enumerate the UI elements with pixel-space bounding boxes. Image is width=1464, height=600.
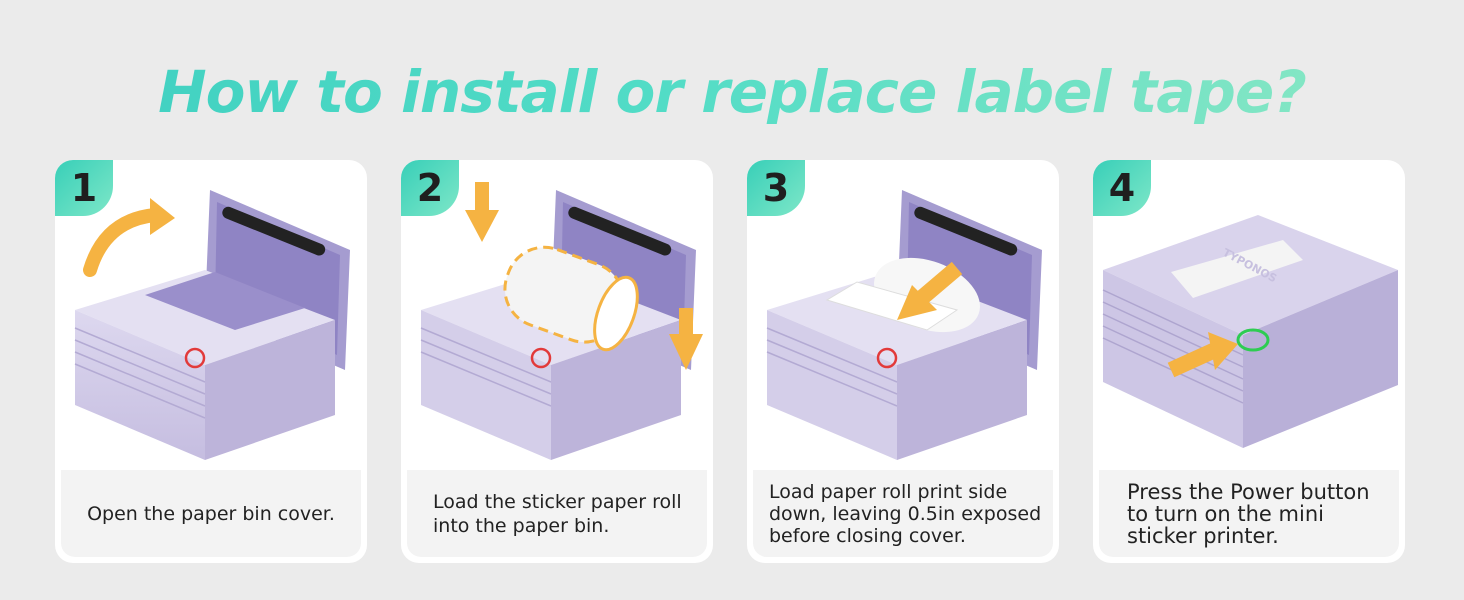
step-caption: Press the Power button to turn on the mi… [1099, 470, 1399, 557]
step-number-badge: 4 [1093, 160, 1151, 216]
printer-paper-direction-illustration [766, 190, 1042, 460]
step-caption: Open the paper bin cover. [61, 470, 361, 557]
step-number-badge: 1 [55, 160, 113, 216]
printer-open-cover-illustration [74, 190, 350, 460]
step-card-3: 3 Load paper roll print side down, leavi… [747, 160, 1059, 563]
printer-power-on-illustration: TYPONOS [1102, 215, 1398, 448]
step-card-4: 4 TYPONOS Press the Power button to turn… [1093, 160, 1405, 563]
page-title: How to install or replace label tape? [0, 52, 1464, 132]
step-number-badge: 2 [401, 160, 459, 216]
step-card-1: 1 Open the paper bin cover. [55, 160, 367, 563]
step-caption: Load the sticker paper roll into the pap… [407, 470, 707, 557]
printer-load-roll-illustration [420, 182, 703, 460]
step-number-badge: 3 [747, 160, 805, 216]
step-card-2: 2 Load the sticker paper roll into the p… [401, 160, 713, 563]
step-caption: Load paper roll print side down, leaving… [753, 470, 1053, 557]
